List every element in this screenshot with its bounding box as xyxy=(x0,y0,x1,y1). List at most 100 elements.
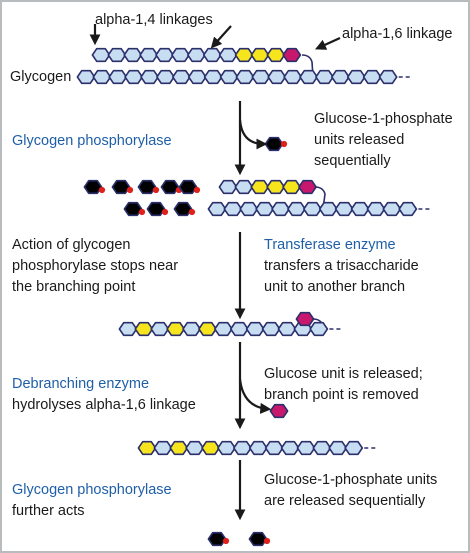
pointer-arrow-alpha-1-4-b xyxy=(210,25,232,49)
glucose-unit-hexagon xyxy=(267,69,287,85)
glucose-unit-hexagon xyxy=(187,47,206,63)
alpha-1-6-branch-connector xyxy=(301,54,314,78)
action-text-line: the branching point xyxy=(12,279,136,295)
released-glucose-hexagon xyxy=(269,403,289,419)
glucose-unit-hexagon xyxy=(255,201,275,217)
glucose-unit-hexagon xyxy=(182,321,201,337)
release-text-1: Glucose-1-phosphate units released seque… xyxy=(314,109,453,172)
glucose-unit-hexagon xyxy=(76,69,96,85)
phosphate-group-dot xyxy=(193,186,201,194)
glucose-unit-hexagon xyxy=(92,69,112,85)
glucose-unit-hexagon xyxy=(315,69,334,85)
glucose-unit-hexagon xyxy=(124,69,144,85)
glucose-release-line: branch point is removed xyxy=(264,387,419,403)
glucose-unit-hexagon xyxy=(233,440,252,456)
glucose-unit-hexagon xyxy=(107,47,127,63)
release-branch-arrow-1 xyxy=(238,119,268,150)
glucose-unit-hexagon xyxy=(298,179,317,195)
glucose-unit-hexagon xyxy=(123,47,143,63)
glucose-unit-hexagon xyxy=(202,47,222,63)
transferase-enzyme-name: Transferase enzyme xyxy=(264,237,396,253)
release-text-1-line: units released xyxy=(314,132,405,148)
glucose-unit-hexagon xyxy=(302,201,322,217)
glucose-unit-hexagon xyxy=(187,69,207,85)
glucose-release-line: Glucose unit is released; xyxy=(264,366,423,382)
release-text-2-line: are released sequentially xyxy=(264,493,426,509)
hexagon-layer xyxy=(76,47,418,547)
glucose-unit-hexagon xyxy=(169,440,189,456)
glucose-unit-hexagon xyxy=(235,69,255,85)
glucose-unit-hexagon xyxy=(118,321,138,337)
glucose-unit-hexagon xyxy=(264,136,284,152)
glucose-unit-hexagon xyxy=(261,321,281,337)
glucose-unit-hexagon xyxy=(282,47,302,63)
glucose-unit-hexagon xyxy=(234,179,254,195)
glucose-unit-hexagon xyxy=(378,69,398,85)
pointer-arrow-alpha-1-6 xyxy=(314,36,341,50)
glucose-unit-hexagon xyxy=(309,321,329,337)
glucose-unit-hexagon xyxy=(346,69,366,85)
release-text-1-line: sequentially xyxy=(314,153,391,169)
action-text-line: Action of glycogen xyxy=(12,237,131,253)
arrow-layer xyxy=(89,24,341,521)
glucose-unit-hexagon xyxy=(217,440,236,456)
glucose-unit-hexagon xyxy=(201,440,220,456)
glucose-unit-hexagon xyxy=(234,47,254,63)
alpha-1-4-label: alpha-1,4 linkages xyxy=(95,12,213,28)
glucose-unit-hexagon xyxy=(248,440,268,456)
phosphate-group-dot xyxy=(222,537,230,545)
glucose-unit-hexagon xyxy=(245,321,265,337)
glucose-unit-hexagon xyxy=(223,201,243,217)
debranching-desc: hydrolyses alpha-1,6 linkage xyxy=(12,397,196,413)
phosphate-group-dot xyxy=(152,186,160,194)
glucose-unit-hexagon xyxy=(83,179,103,195)
glucose-unit-hexagon xyxy=(156,69,175,85)
glucose-unit-hexagon xyxy=(137,440,157,456)
glucose-unit-hexagon xyxy=(150,321,170,337)
glucose-unit-hexagon xyxy=(330,69,350,85)
transferase-text: Transferase enzyme transfers a trisaccha… xyxy=(264,235,419,298)
glucose-unit-hexagon xyxy=(153,440,173,456)
glucose-unit-hexagon xyxy=(277,321,297,337)
glucose-unit-hexagon xyxy=(123,201,143,217)
glucose-unit-hexagon xyxy=(160,179,180,195)
glucose-unit-hexagon xyxy=(146,201,166,217)
release-text-2: Glucose-1-phosphate units are released s… xyxy=(264,470,437,512)
phosphate-group-dot xyxy=(126,186,134,194)
release-branch-arrow-2 xyxy=(238,378,272,414)
glucose-unit-hexagon xyxy=(334,201,354,217)
glucose-unit-hexagon xyxy=(362,69,382,85)
glucose-unit-hexagon xyxy=(218,47,238,63)
glycogen-phosphorylase-2-name: Glycogen phosphorylase xyxy=(12,482,172,498)
glucose-unit-hexagon xyxy=(283,69,303,85)
glucose-unit-hexagon xyxy=(203,69,223,85)
action-text-line: phosphorylase stops near xyxy=(12,258,179,274)
glucose-unit-hexagon xyxy=(282,179,302,195)
phosphorylase-2-desc: further acts xyxy=(12,503,85,519)
glucose-unit-hexagon xyxy=(229,321,249,337)
glucose-unit-hexagon xyxy=(198,321,217,337)
phosphate-group-dot xyxy=(161,208,169,216)
glucose-unit-hexagon xyxy=(91,47,111,63)
glucose-unit-hexagon xyxy=(264,440,284,456)
glucose-unit-hexagon xyxy=(178,179,198,195)
glycogen-label: Glycogen xyxy=(10,69,72,85)
phosphate-group-dot xyxy=(98,186,106,194)
glucose-unit-hexagon xyxy=(111,179,131,195)
glucose-release-text: Glucose unit is released; branch point i… xyxy=(264,364,423,406)
glucose-unit-hexagon xyxy=(166,321,186,337)
phosphate-group-dot xyxy=(263,537,271,545)
glucose-unit-hexagon xyxy=(171,47,190,63)
glucose-unit-hexagon xyxy=(218,179,238,195)
glucose-unit-hexagon xyxy=(382,201,402,217)
branch-glucose-hexagon xyxy=(295,311,315,327)
glucose-unit-hexagon xyxy=(173,201,193,217)
glucose-unit-hexagon xyxy=(350,201,370,217)
phosphate-group-dot xyxy=(280,140,288,148)
glucose-unit-hexagon xyxy=(155,47,174,63)
glucose-unit-hexagon xyxy=(344,440,364,456)
glycogen-phosphorylase-label: Glycogen phosphorylase xyxy=(12,133,172,149)
glucose-unit-hexagon xyxy=(280,440,300,456)
